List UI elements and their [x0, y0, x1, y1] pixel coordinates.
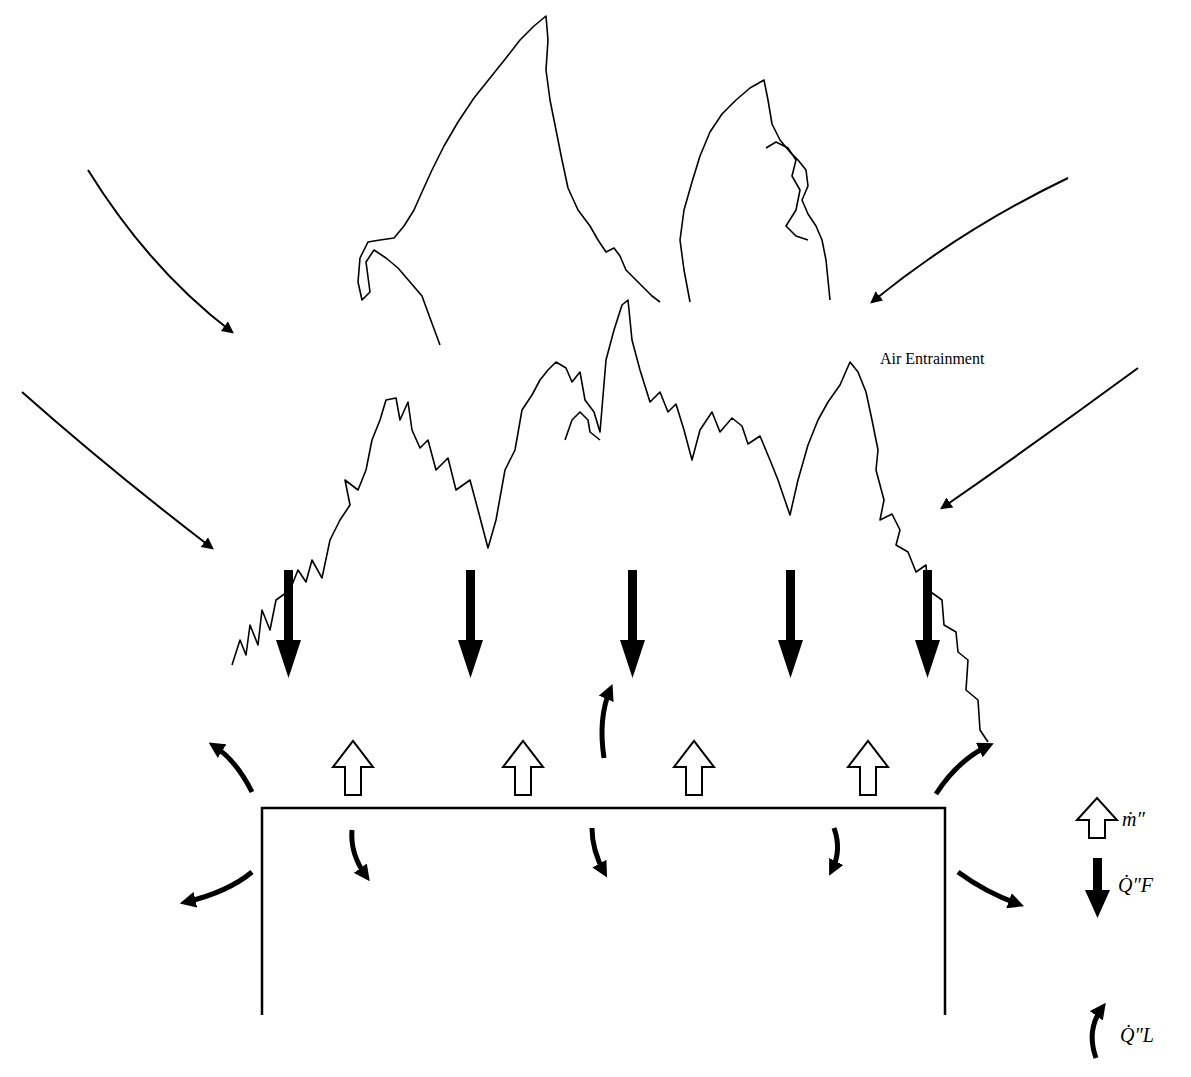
heat-loss-arrow: [186, 690, 1102, 1058]
legend-symbol: Q̇″L: [1120, 1024, 1154, 1046]
legend-entry: Q̇″L: [1120, 1024, 1154, 1046]
legend-symbol: ṁ″: [1122, 808, 1145, 830]
fuel-block: [262, 808, 945, 1015]
flame-outline: [232, 16, 988, 742]
air-entrainment-arrow: [22, 170, 1138, 548]
annotation-label: Air Entrainment: [880, 350, 984, 368]
legend-entry: ṁ″: [1122, 808, 1145, 830]
heat-flux-arrow: [276, 570, 1110, 918]
mass-flux-arrow: [333, 741, 1117, 838]
legend-symbol: Q̇″F: [1118, 874, 1153, 896]
legend-entry: Q̇″F: [1118, 874, 1153, 896]
